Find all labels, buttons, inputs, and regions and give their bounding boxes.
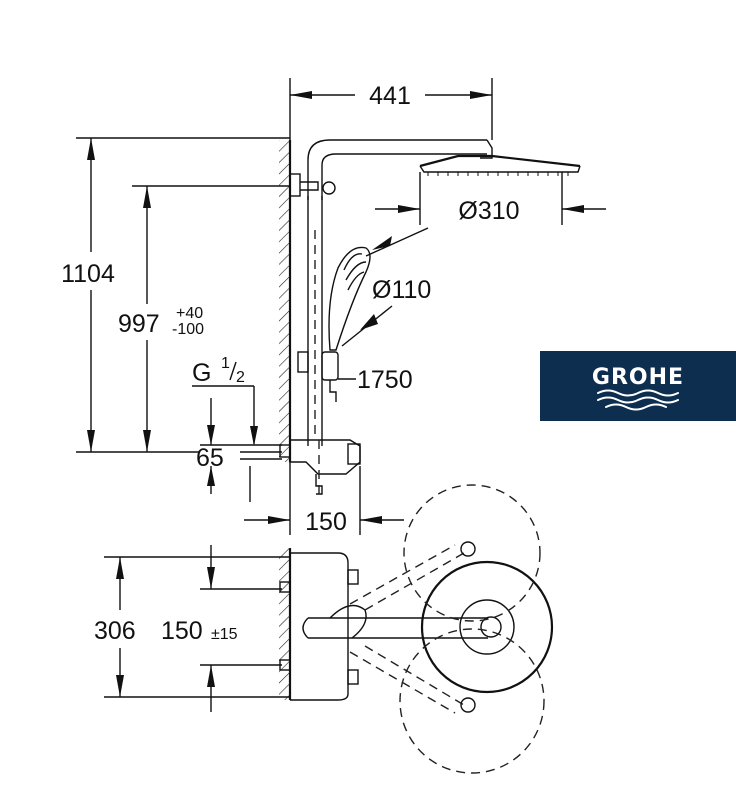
dim-306: 306 [94,556,290,698]
thermostat-plan [279,552,359,701]
dim-1104: 1104 [61,137,290,453]
dim-997-tol-minus: -100 [172,321,204,338]
thread-numerator: 1 [221,355,230,372]
dim-997-label: 997 [118,310,160,338]
dim-150-plan: 150 ±15 [161,545,282,712]
dim-150-label: 150 [305,508,347,536]
dim-110: Ø110 [341,227,431,347]
dim-1750-label: 1750 [357,366,413,394]
dim-310: Ø310 [375,172,606,225]
shower-column [289,139,493,446]
shower-arm-plan [302,484,554,774]
wall-plan [279,548,292,700]
dim-1104-label: 1104 [61,260,115,288]
water-waves-icon [597,389,679,411]
thread-g-label: G [192,359,211,387]
dim-150-plan-label: 150 [161,617,203,645]
dim-65-label: 65 [196,444,224,472]
dim-65: 65 [196,398,282,502]
dim-150-projection: 150 [244,462,404,536]
wall-elevation [279,140,292,462]
dim-997-tol-plus: +40 [176,305,203,322]
dim-441: 441 [289,78,493,140]
hand-shower-side [328,246,371,351]
dim-997: 997 +40 -100 [118,185,290,452]
dim-150-plan-tol: ±15 [211,626,238,643]
thermostat-side [279,439,361,500]
dim-310-label: Ø310 [458,197,519,225]
thread-g-half: G 1 2 [192,355,258,446]
dim-1750: 1750 [338,366,413,394]
thread-denominator: 2 [236,369,245,386]
dim-306-label: 306 [94,617,136,645]
dim-110-label: Ø110 [372,276,431,304]
head-shower-side [419,154,581,176]
dim-441-label: 441 [369,82,411,110]
grohe-logo: GROHE [540,351,736,421]
logo-wordmark: GROHE [592,365,684,390]
